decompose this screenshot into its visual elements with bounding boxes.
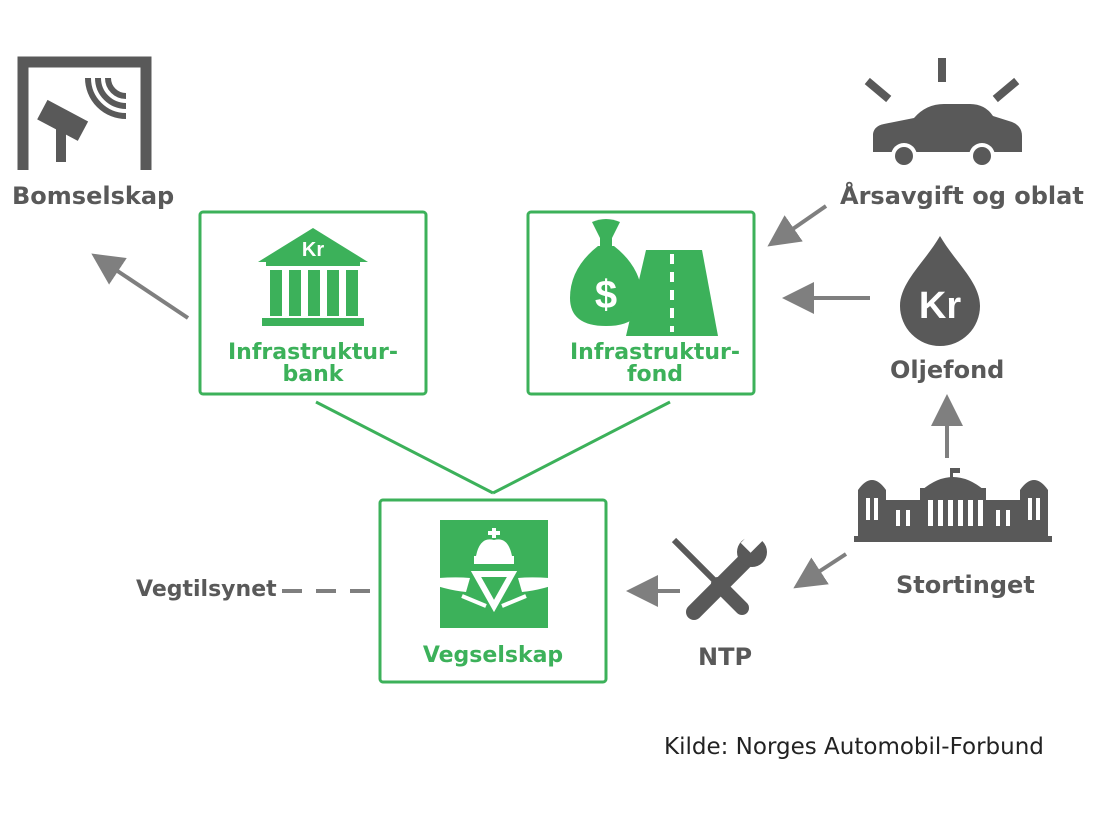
svg-text:Kr: Kr (919, 285, 961, 327)
infrastrukturbank-label-line1: Infrastruktur- (227, 340, 399, 365)
infrastrukturbank-label: Infrastruktur- bank (200, 342, 426, 386)
svg-text:Kr: Kr (302, 239, 324, 261)
arrow-to-bomselskap (91, 253, 190, 320)
car-icon (864, 58, 1022, 169)
money-bag-road-icon: $ (570, 219, 718, 336)
oljefond-label: Oljefond (890, 356, 1005, 384)
infrastrukturbank-box (198, 210, 428, 396)
green-connector-lines (315, 400, 671, 495)
parliament-building-icon (854, 468, 1052, 542)
svg-text:$: $ (595, 273, 617, 317)
infrastrukturbank-label-line2: bank (282, 362, 344, 387)
vegselskap-label: Vegselskap (422, 643, 564, 668)
oil-drop-icon: Kr (900, 236, 980, 346)
vegtilsynet-label: Vegtilsynet (136, 577, 277, 602)
infrastrukturfond-label-line1: Infrastruktur- (569, 340, 741, 365)
bank-icon: Kr (258, 228, 368, 326)
source-credit: Kilde: Norges Automobil-Forbund (664, 734, 1044, 760)
ntp-label: NTP (698, 643, 753, 671)
bomselskap-label: Bomselskap (12, 182, 175, 210)
arsavgift-label: Årsavgift og oblat (840, 182, 1084, 210)
infrastrukturfond-label: Infrastruktur- fond (542, 342, 768, 386)
infrastrukturfond-box (526, 210, 756, 396)
arrow-from-arsavgift (767, 204, 828, 247)
stortinget-label: Stortinget (896, 571, 1035, 599)
vegselskap-box (378, 498, 608, 684)
infrastrukturfond-label-line2: fond (626, 362, 684, 387)
arrow-stortinget-to-ntp (793, 552, 848, 589)
road-authority-emblem-icon (420, 520, 568, 628)
toll-camera-icon (17, 56, 152, 170)
tools-icon (671, 527, 767, 620)
